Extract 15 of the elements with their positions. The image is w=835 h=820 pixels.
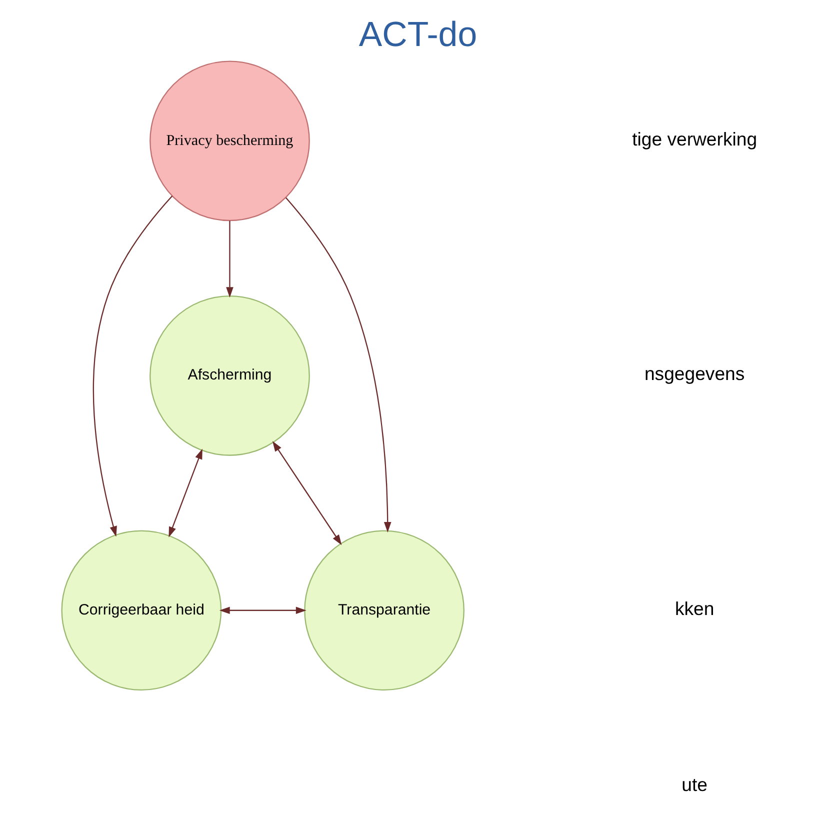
- arrow: [218, 606, 306, 614]
- node-circle: Transparantie: [304, 530, 464, 690]
- arrow: [168, 448, 202, 537]
- node-circle: Privacy bescherming: [149, 60, 310, 221]
- label: nsgegevens: [644, 362, 744, 384]
- node-circle: Corrigeerbaar heid: [60, 530, 222, 690]
- node-circle: Afscherming: [149, 294, 310, 456]
- label: tige verwerking: [632, 128, 757, 149]
- label: kken: [674, 597, 714, 618]
- arrow: [272, 440, 342, 545]
- arrow: [285, 196, 391, 532]
- label: ute: [681, 773, 707, 794]
- diagram-title: ACT-do: [358, 14, 477, 54]
- arrow: [226, 220, 233, 298]
- arrow: [92, 195, 172, 536]
